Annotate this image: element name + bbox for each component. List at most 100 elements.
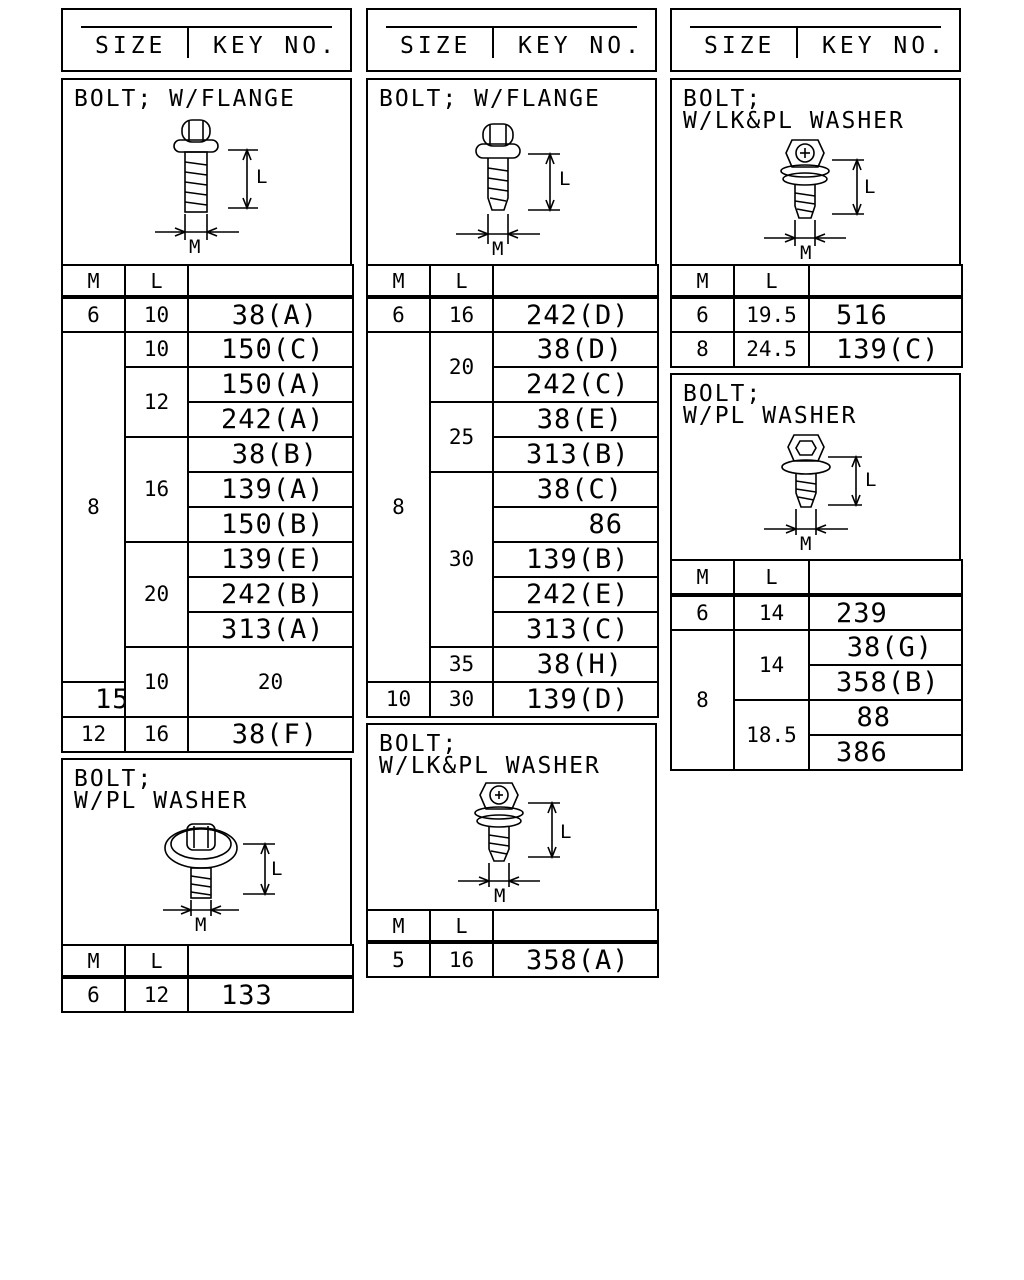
table-row: 16 38(B) [62,436,354,543]
table-row: 313(A) [62,611,354,648]
l-cell: 20 [124,541,189,648]
plain-washer-tapping-bolt-icon [764,434,862,535]
key-cell: 139(B) [492,541,659,578]
pl-washer-bolt-size-table: M L 6 12 133 [61,944,354,1013]
l-cell: 30 [429,681,494,718]
col-m-header: M [61,944,126,979]
l-cell: 16 [124,436,189,543]
section-title: BOLT; W/LK&PL WASHER [683,86,905,134]
hex-flange-bolt-icon [155,119,258,240]
table-row: 8 24.5 139(C) [670,331,963,368]
size-header-col2: SIZE KEY NO. [366,8,657,72]
size-header-col1: SIZE KEY NO. [61,8,352,72]
flange-bolt-figure-box: BOLT; W/FLANGE L M [366,78,657,266]
m-cell: 8 [61,331,126,683]
key-cell: 358(A) [492,941,659,978]
diameter-dim-label: M [195,914,207,936]
col-l-header: L [124,264,189,299]
col-m-header: M [366,264,431,299]
key-cell: 139(C) [808,331,963,368]
table-row: 139(B) [367,541,659,578]
table-row: 6 19.5 516 [670,296,963,333]
col-key-header [187,944,354,979]
flange-bolt-size-table: M L 6 16 242(D) 8 20 38(D) 242(C) 25 38(… [366,264,659,718]
key-no-label: KEY NO. [213,33,338,59]
key-no-label: KEY NO. [822,33,947,59]
l-cell: 20 [187,646,354,718]
col-key-header [808,264,963,299]
key-cell: 139(D) [492,681,659,718]
l-cell: 16 [429,941,494,978]
table-row: 86 [367,506,659,543]
m-cell: 6 [670,594,735,631]
table-row: 35 38(H) [367,646,659,683]
col-l-header: L [733,559,810,597]
table-row: 8 14 38(G) [670,629,963,771]
m-cell: 6 [366,296,431,333]
table-row: 6 12 133 [61,976,354,1013]
key-cell: 386 [808,734,963,771]
section-title: BOLT; W/PL WASHER [74,766,249,814]
length-dim-label: L [559,168,571,190]
table-row: 5 16 358(A) [366,941,659,978]
section-title: BOLT; W/PL WASHER [683,381,858,429]
section-title: BOLT; W/FLANGE [379,86,601,112]
length-dim-label: L [864,176,876,198]
col-l-header: L [429,909,494,944]
col-m-header: M [61,264,126,299]
diameter-dim-label: M [189,236,201,258]
l-cell: 14 [733,594,810,631]
col-key-header [492,909,659,944]
key-cell: 242(A) [187,401,354,438]
key-cell: 516 [808,296,963,333]
lock-plain-washer-bolt-icon [458,782,560,887]
m-cell: 10 [124,646,189,718]
pl-washer-bolt-figure-box: BOLT; W/PL WASHER L M [670,373,961,561]
table-row: 25 38(E) [367,401,659,473]
m-cell: 8 [670,629,735,771]
col-l-header: L [733,264,810,299]
key-cell: 242(B) [187,576,354,613]
flange-bolt-size-table: M L 6 10 38(A) 8 10 150(C) 12 150(A) 242… [61,264,354,753]
key-cell: 242(C) [492,366,659,403]
key-cell: 139(E) [187,541,354,578]
key-cell: 242(E) [492,576,659,613]
l-cell: 14 [733,629,810,701]
key-cell: 139(A) [187,471,354,508]
hex-flange-tapping-bolt-icon [456,123,560,244]
key-cell: 86 [492,506,659,543]
col-key-header [187,264,354,299]
lk-pl-washer-bolt-size-table: M L 6 19.5 516 8 24.5 139(C) [670,264,963,368]
length-dim-label: L [865,469,877,491]
table-row: 8 10 150(C) [61,331,354,683]
table-row: 12 150(A) [62,366,354,438]
table-row: 386 [671,734,963,771]
table-row: 20 139(E) [62,541,354,648]
key-cell: 88 [808,699,963,736]
key-cell: 38(E) [492,401,659,438]
m-cell: 8 [670,331,735,368]
table-row: 30 38(C) [367,471,659,648]
size-label: SIZE [95,33,167,59]
l-cell: 16 [124,716,189,753]
length-dim-label: L [256,166,268,188]
key-cell: 38(D) [492,331,659,368]
lk-pl-washer-bolt-figure-box: BOLT; W/LK&PL WASHER L M [670,78,961,266]
length-dim-label: L [271,858,283,880]
diameter-dim-label: M [800,242,812,264]
key-cell: 133 [187,976,354,1013]
key-cell: 38(C) [492,471,659,508]
diameter-dim-label: M [492,238,504,260]
l-cell: 24.5 [733,331,810,368]
l-cell: 16 [429,296,494,333]
pl-washer-bolt-size-table: M L 6 14 239 8 14 38(G) 358(B) 18.5 88 3… [670,559,963,771]
diameter-dim-label: M [800,533,812,555]
m-cell: 5 [366,941,431,978]
l-cell: 10 [124,331,189,368]
key-cell: 38(G) [808,629,963,666]
m-cell: 6 [670,296,735,333]
key-cell: 313(B) [492,436,659,473]
flange-bolt-figure-box: BOLT; W/FLANGE L M [61,78,352,266]
length-dim-label: L [560,821,572,843]
table-row: 150(D) [61,681,353,718]
